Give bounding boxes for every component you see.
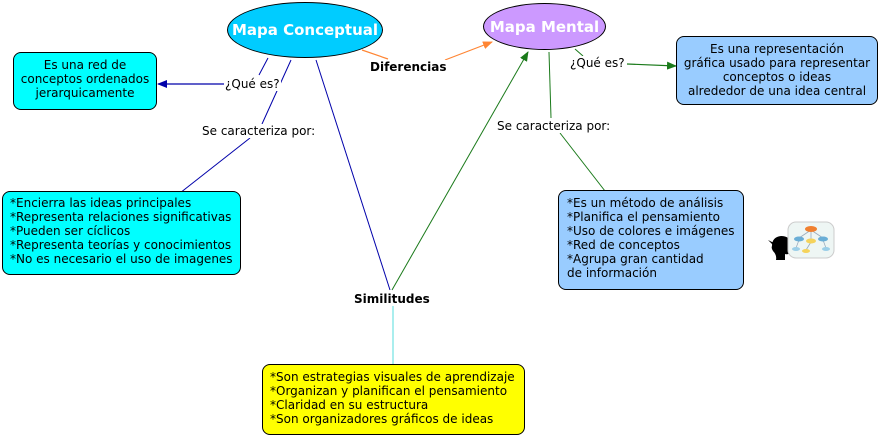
thinking-person-icon: [768, 221, 835, 260]
concept-characterized-label: Se caracteriza por:: [201, 124, 317, 138]
list-item: *Claridad en su estructura: [270, 398, 429, 412]
link-mental-what: [574, 48, 584, 57]
mind-map-title: Mapa Mental: [489, 17, 600, 36]
list-item: *Representa relaciones significativas: [10, 210, 232, 224]
link-concept-characterized: [261, 59, 292, 125]
list-item: *Son estrategias visuales de aprendizaje: [270, 370, 515, 384]
mental-what-label: ¿Qué es?: [569, 56, 626, 70]
link-characterized-features: [179, 137, 251, 194]
list-item: *Son organizadores gráficos de ideas: [270, 412, 494, 426]
concept-features-box[interactable]: *Encierra las ideas principales *Represe…: [2, 191, 241, 275]
concept-definition-box[interactable]: Es una red de conceptos ordenados jerarq…: [13, 52, 157, 110]
link-differences-mental: [444, 41, 493, 61]
link-similarities-mental: [391, 51, 529, 291]
similarities-box[interactable]: *Son estrategias visuales de aprendizaje…: [262, 364, 525, 435]
concept-map-title: Mapa Conceptual: [231, 21, 379, 39]
link-what-definition-mental: [626, 61, 677, 70]
mental-definition-box[interactable]: Es una representación gráfica usado para…: [676, 36, 878, 105]
list-item: *No es necesario el uso de imagenes: [10, 252, 233, 266]
mental-features-box[interactable]: *Es un método de análisis *Planifica el …: [558, 190, 744, 290]
list-item: *Planifica el pensamiento: [567, 210, 720, 224]
list-item: de información: [567, 266, 657, 280]
list-item: *Encierra las ideas principales: [10, 196, 192, 210]
differences-label: Diferencias: [369, 60, 448, 74]
link-mental-characterized: [548, 51, 552, 119]
list-item: *Red de conceptos: [567, 238, 680, 252]
link-concept-what: [258, 57, 269, 76]
mental-characterized-label: Se caracteriza por:: [496, 119, 612, 133]
concept-map-node[interactable]: Mapa Conceptual: [227, 2, 383, 58]
list-item: *Es un método de análisis: [567, 196, 724, 210]
concept-what-label: ¿Qué es?: [224, 77, 281, 91]
list-item: *Uso de colores e imágenes: [567, 224, 735, 238]
link-characterized-features-mental: [559, 132, 606, 192]
list-item: *Agrupa gran cantidad: [567, 252, 704, 266]
similarities-label: Similitudes: [353, 292, 431, 306]
list-item: *Representa teorías y conocimientos: [10, 238, 232, 252]
link-concept-similarities: [315, 59, 391, 291]
list-item: *Pueden ser cíclicos: [10, 224, 131, 238]
link-concept-differences: [361, 49, 389, 60]
list-item: *Organizan y planifican el pensamiento: [270, 384, 508, 398]
mind-map-node[interactable]: Mapa Mental: [483, 3, 606, 50]
